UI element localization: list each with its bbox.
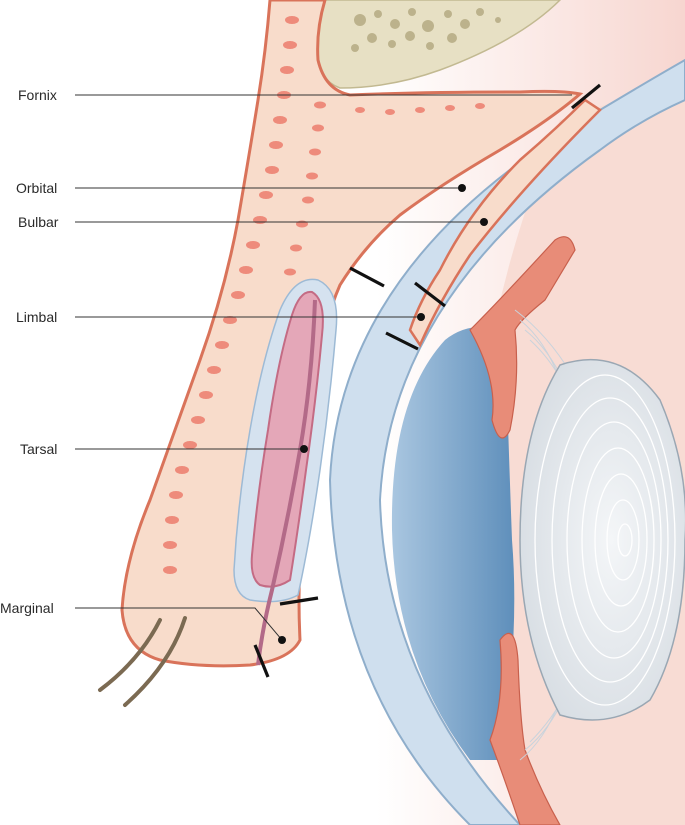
- eyelash-2: [123, 616, 187, 707]
- label-orbital: Orbital: [16, 180, 57, 196]
- tarsal-boundary-tick: [279, 596, 319, 606]
- meibomian-gland: [250, 290, 324, 588]
- skin-rete-pegs: [163, 16, 299, 574]
- label-fornix: Fornix: [18, 87, 57, 103]
- lens: [519, 358, 685, 721]
- marginal-boundary-tick: [253, 644, 270, 678]
- eyelash-1: [98, 618, 162, 692]
- label-marginal: Marginal: [0, 600, 54, 616]
- anterior-chamber: [391, 326, 515, 760]
- limbal-boundary-tick: [385, 331, 419, 351]
- bulbar-dot: [480, 218, 488, 226]
- iris-upper: [469, 236, 576, 439]
- orbital-boundary-tick: [349, 266, 385, 288]
- tarsal-dot: [300, 445, 308, 453]
- orbital-dot: [458, 184, 466, 192]
- marginal-dot: [278, 636, 286, 644]
- fornix-tick: [570, 83, 602, 110]
- label-bulbar: Bulbar: [18, 214, 59, 230]
- iris-lower: [489, 632, 561, 825]
- marginal-leader: [75, 607, 283, 641]
- label-tarsal: Tarsal: [20, 441, 57, 457]
- meibomian-duct: [256, 299, 317, 666]
- lens-lamellae: [534, 374, 676, 706]
- label-limbal: Limbal: [16, 309, 57, 325]
- limbal-dot: [417, 313, 425, 321]
- bulbar-boundary-tick: [414, 281, 446, 308]
- conjunctival-rete-pegs: [284, 101, 485, 276]
- bone-trabeculae: [351, 8, 501, 52]
